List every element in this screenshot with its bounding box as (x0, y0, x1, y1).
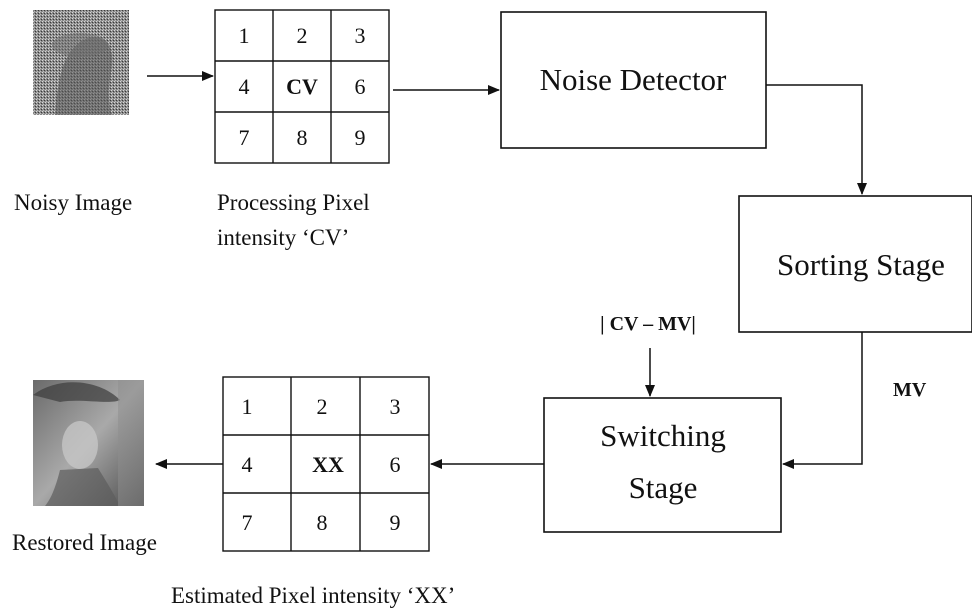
difference-label: | CV – MV| (600, 313, 696, 335)
switching-stage-box (543, 397, 782, 533)
noise-detector-label: Noise Detector (540, 62, 727, 97)
grid-cell: 2 (297, 23, 308, 48)
arrow-detector-to-sorting (766, 84, 867, 195)
grid-cell: 6 (390, 452, 401, 477)
processing-pixel-grid: 1 2 3 4 CV 6 7 8 9 (214, 9, 390, 164)
grid-cell: 8 (297, 125, 308, 150)
estimated-pixel-grid: 1 2 3 4 XX 6 7 8 9 (222, 376, 430, 552)
switching-stage-label-line2: Stage (629, 470, 698, 505)
restored-image-caption: Restored Image (12, 530, 157, 555)
switching-stage-label-line1: Switching (600, 418, 726, 453)
sorting-stage-box (738, 195, 972, 333)
grid-cell: 2 (317, 394, 328, 419)
grid-cell: 8 (317, 510, 328, 535)
grid-cell-center: CV (286, 74, 318, 99)
sorting-stage-label: Sorting Stage (777, 247, 945, 282)
grid-cell: 6 (355, 74, 366, 99)
noisy-image-caption: Noisy Image (14, 190, 132, 215)
grid-cell: 7 (239, 125, 250, 150)
mv-label: MV (893, 379, 927, 401)
grid-cell: 1 (242, 394, 253, 419)
grid-cell: 3 (390, 394, 401, 419)
estimated-grid-caption: Estimated Pixel intensity ‘XX’ (171, 583, 455, 608)
processing-grid-caption-line1: Processing Pixel (217, 190, 370, 215)
grid-cell: 3 (355, 23, 366, 48)
restored-image-thumbnail (33, 380, 144, 506)
arrow-sorting-to-switching (782, 332, 863, 469)
grid-cell-center: XX (312, 452, 344, 477)
grid-cell: 1 (239, 23, 250, 48)
noisy-image-thumbnail (33, 10, 129, 115)
grid-cell: 9 (355, 125, 366, 150)
grid-cell: 9 (390, 510, 401, 535)
noise-detector-box (500, 11, 767, 149)
grid-cell: 7 (242, 510, 253, 535)
grid-cell: 4 (242, 452, 253, 477)
grid-cell: 4 (239, 74, 250, 99)
processing-grid-caption-line2: intensity ‘CV’ (217, 225, 349, 250)
